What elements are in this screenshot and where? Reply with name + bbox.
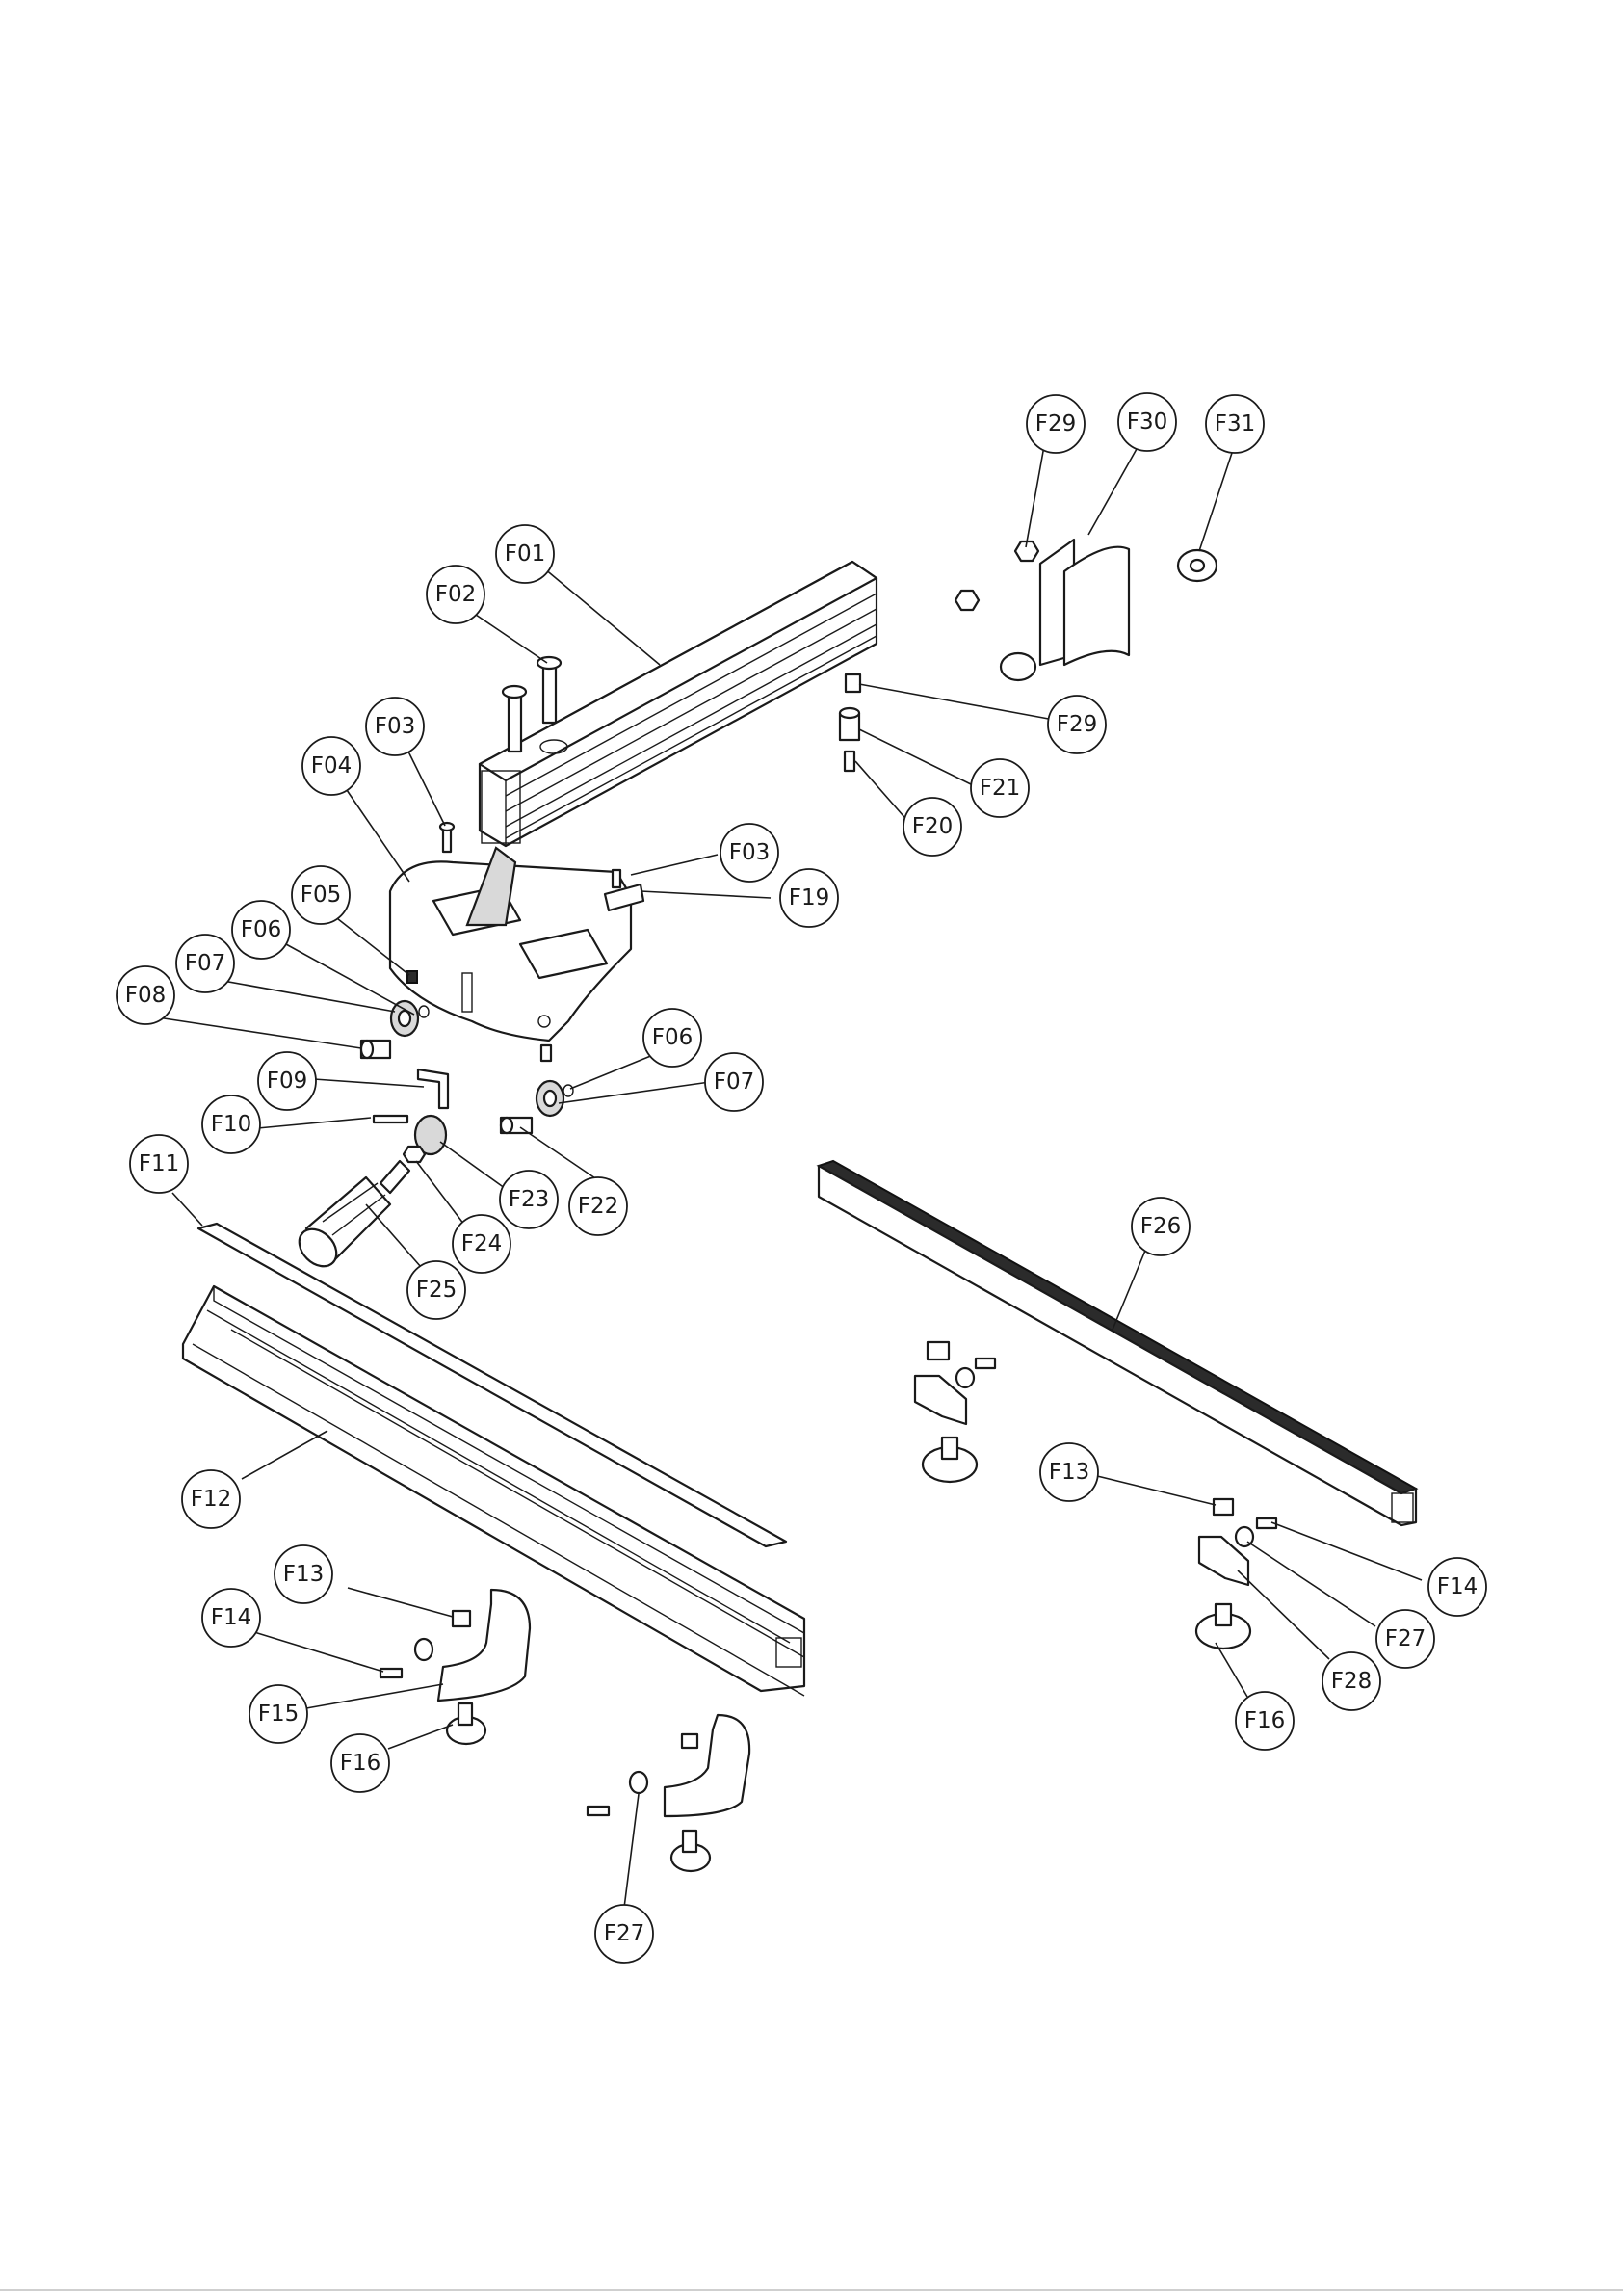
callout-F07-left: F07 (176, 935, 234, 992)
callout-label: F01 (505, 541, 546, 567)
callout-label: F22 (578, 1194, 619, 1219)
rear-upper-bracket (915, 1342, 995, 1482)
callout-label: F03 (729, 840, 771, 865)
right-bearing-stack (501, 1081, 573, 1133)
callout-F26: F26 (1132, 1198, 1190, 1255)
callout-label: F02 (435, 582, 477, 607)
callout-label: F27 (1385, 1626, 1427, 1651)
lock-handle (292, 1161, 409, 1274)
callout-F14-left: F14 (202, 1589, 260, 1647)
callout-F13-right: F13 (1040, 1443, 1098, 1501)
rear-lower-bracket (1196, 1499, 1276, 1649)
callout-F16-left: F16 (331, 1734, 389, 1792)
callout-F10: F10 (202, 1095, 260, 1153)
centre-foot-assembly (588, 1715, 749, 1871)
callout-F30: F30 (1118, 393, 1176, 451)
callout-label: F21 (980, 776, 1021, 801)
pin-and-boss (374, 1116, 446, 1162)
callout-label: F24 (461, 1231, 503, 1256)
callout-label: F28 (1331, 1669, 1373, 1694)
callout-label: F16 (1244, 1708, 1286, 1733)
callout-label: F23 (509, 1187, 550, 1212)
callout-F07-right: F07 (705, 1053, 763, 1111)
callout-label: F19 (789, 885, 830, 910)
callout-F22: F22 (569, 1177, 627, 1235)
page-bottom-rule (0, 2289, 1623, 2291)
callout-F19: F19 (780, 869, 838, 927)
callout-label: F04 (311, 753, 353, 779)
callout-label: F30 (1127, 409, 1168, 435)
callout-label: F16 (340, 1751, 381, 1776)
callout-F08: F08 (117, 966, 174, 1024)
end-cap-parts (840, 540, 1217, 771)
callout-F03-top: F03 (366, 698, 424, 755)
callout-F13-left: F13 (275, 1545, 332, 1603)
callout-F12: F12 (182, 1470, 240, 1528)
callout-label: F29 (1057, 712, 1098, 737)
callout-label: F09 (267, 1069, 308, 1094)
callout-label: F12 (191, 1487, 232, 1512)
callout-label: F05 (301, 883, 342, 908)
callout-label: F10 (211, 1112, 252, 1137)
rear-rail (819, 1161, 1416, 1525)
callout-F20: F20 (903, 798, 961, 856)
callout-label: F29 (1035, 411, 1077, 436)
callout-label: F27 (604, 1921, 645, 1946)
callout-F06-right: F06 (643, 1009, 701, 1067)
callout-F02: F02 (427, 566, 484, 623)
callout-F27-right: F27 (1376, 1610, 1434, 1668)
callout-label: F13 (283, 1562, 325, 1587)
callout-F23: F23 (500, 1171, 558, 1228)
callout-label: F31 (1215, 411, 1256, 436)
callout-F31: F31 (1206, 395, 1264, 453)
callout-F25: F25 (407, 1261, 465, 1319)
callout-F04: F04 (302, 737, 360, 795)
callout-label: F03 (375, 714, 416, 739)
callout-F03-mid: F03 (720, 824, 778, 882)
callout-F16-right: F16 (1236, 1692, 1294, 1750)
callout-F11: F11 (130, 1135, 188, 1193)
callout-label: F13 (1049, 1460, 1090, 1485)
callout-F21: F21 (971, 759, 1029, 817)
callout-F09: F09 (258, 1052, 316, 1110)
left-foot-assembly (380, 1590, 530, 1744)
callout-label: F08 (125, 983, 167, 1008)
left-bearing-stack (361, 1001, 429, 1058)
callout-F29-mid: F29 (1048, 696, 1106, 753)
callout-label: F20 (912, 814, 954, 839)
callout-label: F14 (1437, 1574, 1479, 1599)
callout-label: F07 (185, 951, 226, 976)
callout-F14-right: F14 (1428, 1558, 1486, 1616)
callout-label: F11 (139, 1151, 180, 1176)
callout-label: F06 (652, 1025, 694, 1050)
callout-label: F25 (416, 1278, 458, 1303)
callout-F24: F24 (453, 1215, 510, 1273)
callout-label: F15 (258, 1702, 300, 1727)
callout-F28: F28 (1322, 1652, 1380, 1710)
callout-label: F26 (1140, 1214, 1182, 1239)
bracket (418, 1069, 448, 1108)
callout-F06-left: F06 (232, 901, 290, 959)
callout-label: F14 (211, 1605, 252, 1630)
callout-F29-top: F29 (1027, 395, 1085, 453)
callout-F15: F15 (249, 1685, 307, 1743)
fence-body (390, 848, 631, 1061)
fence-extrusion (480, 562, 877, 846)
callout-F05: F05 (292, 866, 350, 924)
callout-F27-bottom: F27 (595, 1905, 653, 1963)
callout-F01: F01 (496, 525, 554, 583)
callout-label: F06 (241, 917, 282, 942)
callout-label: F07 (714, 1069, 755, 1095)
